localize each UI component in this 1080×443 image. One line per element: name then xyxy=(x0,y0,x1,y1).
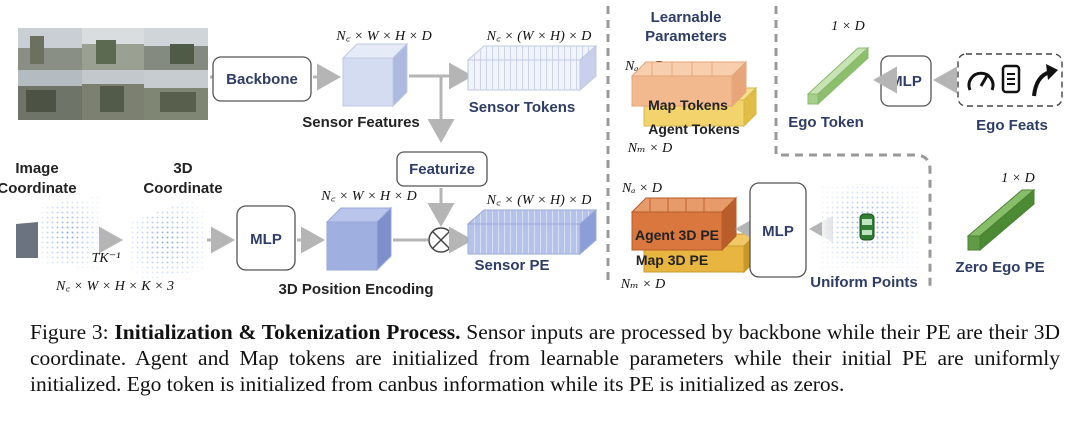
uniform-points-label: Uniform Points xyxy=(810,274,918,291)
coord3d-label-2: Coordinate xyxy=(143,180,222,197)
camera-images xyxy=(18,28,208,120)
position-encoding-cube xyxy=(325,206,393,272)
figure-number: Figure 3: xyxy=(30,320,109,344)
tk-inverse: TK⁻¹ xyxy=(92,251,121,266)
tok-dims-top: N꜀ × (W × H) × D xyxy=(486,29,592,44)
backbone-label: Backbone xyxy=(226,71,298,88)
featurize-label: Featurize xyxy=(409,161,475,178)
sensor-pe-label: Sensor PE xyxy=(474,257,549,274)
agent-3d-pe-slab xyxy=(630,196,738,252)
speedometer-icon xyxy=(967,71,995,91)
divider-ego xyxy=(774,6,932,288)
multiply-operator xyxy=(428,227,454,253)
image-coordinate-frustum xyxy=(16,196,100,270)
coord3d-label-1: 3D xyxy=(173,160,192,177)
mlp-mid-box xyxy=(749,182,807,278)
turn-arrow-icon xyxy=(1032,64,1058,97)
mlp-mid-label: MLP xyxy=(762,223,794,240)
image-coordinate-label-2: Coordinate xyxy=(0,180,77,197)
ego-feats-label: Ego Feats xyxy=(976,117,1048,134)
sensor-tokens-slab xyxy=(466,44,598,92)
nm-top: Nₘ × D xyxy=(627,141,672,156)
backbone-box xyxy=(212,56,312,102)
feat-dims-bottom: N꜀ × W × H × D xyxy=(320,189,416,204)
agent-3d-pe-label: Agent 3D PE xyxy=(635,227,719,243)
car-icon xyxy=(859,213,875,241)
sensor-pe-slab xyxy=(466,208,598,256)
ego-token-bar xyxy=(806,46,870,106)
featurize-box xyxy=(396,151,488,187)
learnable-label-2: Parameters xyxy=(645,28,727,45)
sensor-features-label: Sensor Features xyxy=(302,114,420,131)
ego-token-label: Ego Token xyxy=(788,114,864,131)
image-coordinate-label-1: Image xyxy=(15,160,58,177)
nm-bottom: Nₘ × D xyxy=(620,277,665,292)
feat-dims-top: N꜀ × W × H × D xyxy=(335,29,431,44)
sensor-tokens-label: Sensor Tokens xyxy=(469,99,575,116)
figure-caption: Figure 3: Initialization & Tokenization … xyxy=(30,319,1060,397)
map-3d-pe-label: Map 3D PE xyxy=(636,252,708,268)
agent-tokens-label: Agent Tokens xyxy=(648,121,740,137)
mlp-left-box xyxy=(236,205,296,271)
uniform-points-grid xyxy=(822,184,918,268)
map-tokens-slab xyxy=(630,60,748,108)
figure-body: Sensor inputs are processed by backbone … xyxy=(30,320,1060,396)
coord3d-cloud xyxy=(130,200,205,280)
sensor-features-cube xyxy=(341,42,409,108)
learnable-label-1: Learnable xyxy=(651,9,722,26)
figure-title: Initialization & Tokenization Process. xyxy=(114,320,461,344)
zero-ego-pe-label: Zero Ego PE xyxy=(955,259,1044,276)
coord-dims: N꜀ × W × H × K × 3 xyxy=(55,279,174,294)
position-encoding-label: 3D Position Encoding xyxy=(278,281,433,298)
mlp-left-label: MLP xyxy=(250,231,282,248)
ego-dim: 1 × D xyxy=(831,19,865,34)
na-bottom: Nₐ × D xyxy=(621,181,662,196)
zero-dim: 1 × D xyxy=(1001,171,1035,186)
mlp-ego-label: MLP xyxy=(890,73,922,90)
tok-dims-bottom: N꜀ × (W × H) × D xyxy=(486,193,592,208)
zero-ego-pe-bar xyxy=(966,188,1036,252)
document-icon xyxy=(1001,64,1021,94)
map-tokens-label: Map Tokens xyxy=(648,97,728,113)
tokenization-diagram: Backbone N꜀ × W × H × D Sensor Features … xyxy=(0,6,1063,298)
